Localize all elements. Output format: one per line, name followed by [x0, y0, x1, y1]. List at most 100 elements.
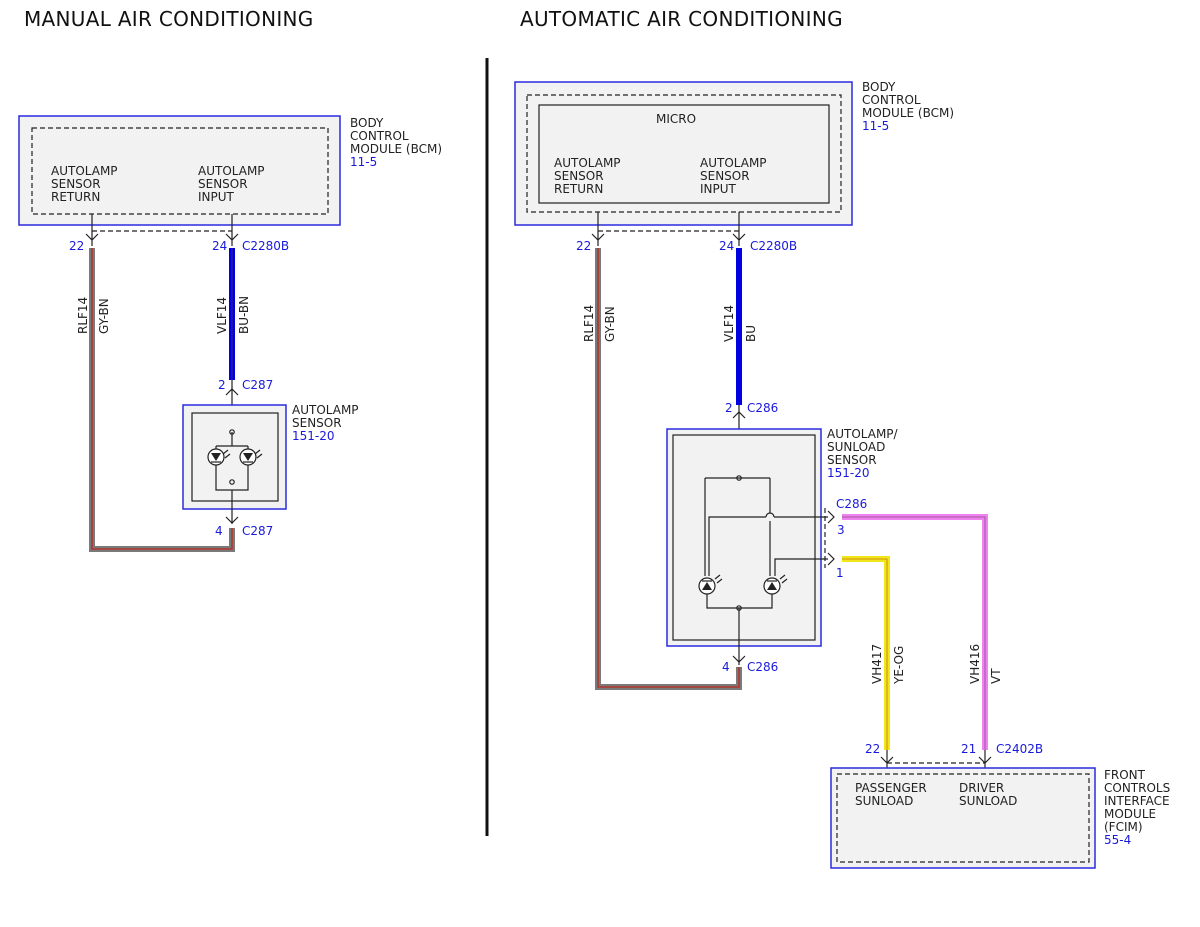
auto-bcm-name-l2: CONTROL [862, 93, 921, 107]
manual-bcm-pin-left-l2: SENSOR [51, 177, 101, 191]
auto-sensor-bottom-pin: 4 [722, 660, 730, 674]
manual-input-color: BU-BN [237, 296, 251, 334]
manual-sensor-box [182, 404, 287, 510]
auto-bcm-connector: C2280B [750, 239, 797, 253]
auto-sensor-name-l2: SUNLOAD [827, 440, 885, 454]
manual-sensor-top-chevron [225, 388, 239, 396]
manual-sensor-bottom-pin: 4 [215, 524, 223, 538]
auto-fcim-pin-right-num: 21 [961, 742, 976, 756]
manual-bcm-box [18, 115, 341, 226]
auto-bcm-pin-right-l1: AUTOLAMP [700, 156, 767, 170]
manual-sensor-bottom-connector: C287 [242, 524, 273, 538]
automatic-title: AUTOMATIC AIR CONDITIONING [520, 7, 843, 31]
auto-return-circuit: RLF14 [582, 305, 596, 342]
auto-sensor-side-chevron-lower [827, 552, 835, 566]
auto-bcm-chevron-right [732, 233, 746, 241]
auto-bcm-pin-left-l1: AUTOLAMP [554, 156, 621, 170]
manual-sensor-top-connector: C287 [242, 378, 273, 392]
manual-bcm-ref: 11-5 [350, 155, 377, 169]
auto-sensor-side-pin-lower: 1 [836, 566, 844, 580]
manual-return-wire-stripe [91, 248, 233, 550]
manual-bcm-pin-right-l1: AUTOLAMP [198, 164, 265, 178]
manual-bcm-name-l1: BODY [350, 116, 384, 130]
auto-fcim-name-l3: INTERFACE [1104, 794, 1170, 808]
auto-passenger-wire-stripe [842, 558, 888, 750]
auto-bcm-pin-left-l2: SENSOR [554, 169, 604, 183]
manual-sensor-top-pin: 2 [218, 378, 226, 392]
manual-input-circuit: VLF14 [215, 297, 229, 334]
manual-sensor-name-l2: SENSOR [292, 416, 342, 430]
auto-sensor-inner [672, 434, 816, 641]
auto-fcim-pin-right-l1: DRIVER [959, 781, 1004, 795]
auto-sensor-bottom-connector: C286 [747, 660, 778, 674]
auto-fcim-pin-left-l2: SUNLOAD [855, 794, 913, 808]
auto-bcm-name-l1: BODY [862, 80, 896, 94]
auto-sensor-name-l3: SENSOR [827, 453, 877, 467]
manual-bcm-pin-left-num: 22 [69, 239, 84, 253]
auto-fcim-connector: C2402B [996, 742, 1043, 756]
auto-input-circuit: VLF14 [722, 305, 736, 342]
auto-driver-circuit: VH416 [968, 644, 982, 684]
manual-bcm-chevron-right [225, 233, 239, 241]
auto-driver-wire-core [842, 516, 986, 750]
manual-bcm-pin-left-l1: AUTOLAMP [51, 164, 118, 178]
auto-fcim-name-l5: (FCIM) [1104, 820, 1143, 834]
manual-sensor-inner [191, 412, 279, 502]
manual-sensor-bottom-chevron [225, 516, 239, 524]
manual-title: MANUAL AIR CONDITIONING [24, 7, 314, 31]
auto-sensor-side-pin-upper: 3 [837, 523, 845, 537]
auto-fcim-pin-right-l2: SUNLOAD [959, 794, 1017, 808]
auto-passenger-color: YE-OG [892, 646, 906, 685]
auto-sensor-name-l1: AUTOLAMP/ [827, 427, 899, 441]
manual-section: AUTOLAMP SENSOR RETURN AUTOLAMP SENSOR I… [18, 115, 442, 552]
auto-fcim-inner [836, 773, 1090, 863]
auto-bcm-chevron-left [591, 233, 605, 241]
auto-fcim-name-l2: CONTROLS [1104, 781, 1170, 795]
manual-bcm-connector: C2280B [242, 239, 289, 253]
auto-bcm-pin-right-l2: SENSOR [700, 169, 750, 183]
auto-bcm-pin-left-l3: RETURN [554, 182, 603, 196]
auto-bcm-name-l3: MODULE (BCM) [862, 106, 954, 120]
auto-fcim-box [830, 767, 1096, 869]
auto-fcim-name-l1: FRONT [1104, 768, 1146, 782]
auto-bcm-dash [526, 94, 842, 213]
manual-bcm-pin-right-num: 24 [212, 239, 227, 253]
auto-fcim-pin-left-l1: PASSENGER [855, 781, 927, 795]
auto-photodiode-network [698, 475, 828, 665]
auto-bcm-ref: 11-5 [862, 119, 889, 133]
auto-passenger-circuit: VH417 [870, 644, 884, 684]
manual-bcm-name-l2: CONTROL [350, 129, 409, 143]
manual-bcm-name-l3: MODULE (BCM) [350, 142, 442, 156]
auto-fcim-name-l4: MODULE [1104, 807, 1156, 821]
manual-return-color: GY-BN [97, 298, 111, 334]
auto-sensor-top-pin: 2 [725, 401, 733, 415]
auto-sensor-side-connector: C286 [836, 497, 867, 511]
manual-sensor-name-l1: AUTOLAMP [292, 403, 359, 417]
auto-fcim-pin-left-num: 22 [865, 742, 880, 756]
auto-driver-wire [842, 514, 988, 750]
auto-bcm-micro-box [538, 104, 830, 204]
manual-bcm-pin-right-l2: SENSOR [198, 177, 248, 191]
auto-sensor-bottom-chevron [732, 655, 746, 663]
auto-return-color: GY-BN [603, 306, 617, 342]
auto-return-wire-stripe [597, 248, 740, 688]
auto-bcm-pin-left-num: 22 [576, 239, 591, 253]
automatic-section: MICRO AUTOLAMP SENSOR RETURN AUTOLAMP SE… [514, 80, 1170, 869]
manual-bcm-inner [31, 127, 329, 215]
manual-sensor-ref: 151-20 [292, 429, 335, 443]
auto-sensor-ref: 151-20 [827, 466, 870, 480]
auto-sensor-top-connector: C286 [747, 401, 778, 415]
auto-bcm-micro-label: MICRO [656, 112, 696, 126]
auto-sensor-box [666, 428, 822, 647]
auto-driver-color: VT [989, 668, 1003, 684]
manual-return-circuit: RLF14 [76, 297, 90, 334]
auto-sensor-side-chevron-upper [827, 510, 835, 524]
manual-bcm-pin-right-l3: INPUT [198, 190, 235, 204]
auto-input-color: BU [744, 325, 758, 342]
auto-bcm-pin-right-num: 24 [719, 239, 734, 253]
auto-bcm-box [514, 81, 853, 226]
manual-bcm-pin-left-l3: RETURN [51, 190, 100, 204]
manual-photodiode-pair [207, 429, 263, 524]
auto-sensor-top-chevron [732, 411, 746, 419]
manual-bcm-chevron-left [85, 233, 99, 241]
